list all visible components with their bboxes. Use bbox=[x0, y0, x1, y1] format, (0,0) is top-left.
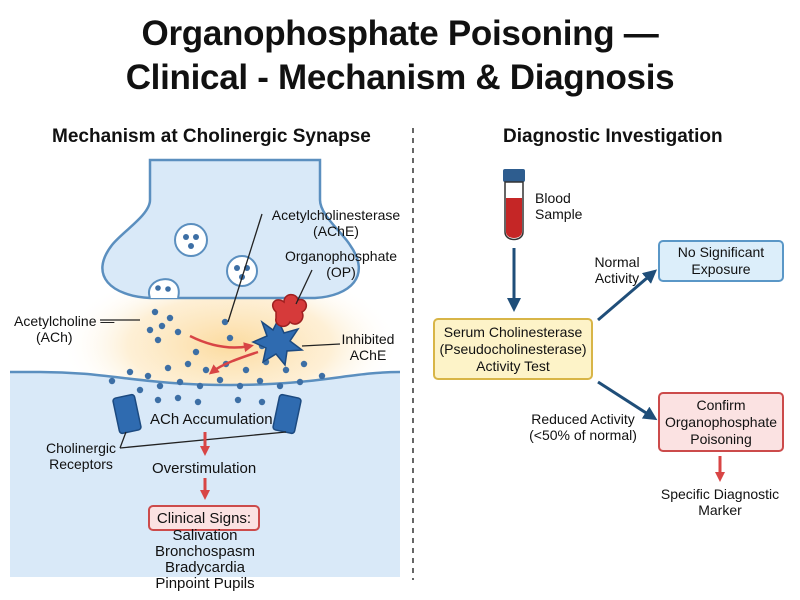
receptor-right bbox=[272, 393, 302, 435]
clinical-sign-item: Salivation bbox=[172, 527, 238, 544]
receptor-left bbox=[112, 393, 142, 435]
organophosphate-label: Organophosphate(OP) bbox=[284, 248, 398, 280]
clinical-signs-heading: Clinical Signs: bbox=[156, 509, 252, 527]
left-panel-heading: Mechanism at Cholinergic Synapse bbox=[52, 126, 371, 147]
arrow-enzyme-to-cleft bbox=[208, 350, 259, 375]
right-panel-heading: Diagnostic Investigation bbox=[503, 126, 723, 147]
blood-tube-cap bbox=[503, 169, 525, 182]
clinical-sign-item: Bronchospasm bbox=[154, 543, 256, 560]
organophosphate-molecule bbox=[272, 293, 308, 328]
confirm-poisoning-box: Confirm Organophosphate Poisoning bbox=[658, 392, 784, 452]
postsynaptic-membrane bbox=[10, 372, 400, 577]
clinical-signs-list: Salivation Bronchospasm Bradycardia Pinp… bbox=[140, 528, 270, 592]
arrow-test-to-reduced bbox=[597, 380, 658, 421]
presynaptic-terminal bbox=[101, 158, 361, 300]
arrow-ach-to-enzyme bbox=[189, 334, 254, 353]
clinical-sign-item: Bradycardia bbox=[164, 559, 246, 576]
clinical-sign-item: Pinpoint Pupils bbox=[155, 575, 255, 592]
ach-accumulation-label: ACh Accumulation bbox=[150, 411, 273, 428]
no-exposure-box: No Significant Exposure bbox=[658, 240, 784, 282]
page-title-line2: Clinical - Mechanism & Diagnosis bbox=[125, 58, 675, 97]
acetylcholine-label: Acetylcholine —(ACh) bbox=[14, 313, 115, 345]
clinical-signs-box: Clinical Signs: bbox=[148, 505, 260, 531]
inhibited-ache-enzyme bbox=[251, 318, 305, 367]
ach-molecules bbox=[108, 308, 326, 406]
ache-label: Acetylcholinesterase(AChE) bbox=[271, 207, 401, 239]
reduced-activity-label: Reduced Activity(<50% of normal) bbox=[529, 411, 637, 443]
page-title-line1: Organophosphate Poisoning — bbox=[141, 14, 659, 53]
vesicle-fusing bbox=[148, 278, 180, 299]
vesicle bbox=[174, 223, 258, 287]
overstimulation-label: Overstimulation bbox=[152, 460, 257, 477]
arrow-test-to-normal bbox=[597, 269, 658, 322]
cholinesterase-test-box: Serum Cholinesterase (Pseudocholinestera… bbox=[433, 318, 593, 380]
